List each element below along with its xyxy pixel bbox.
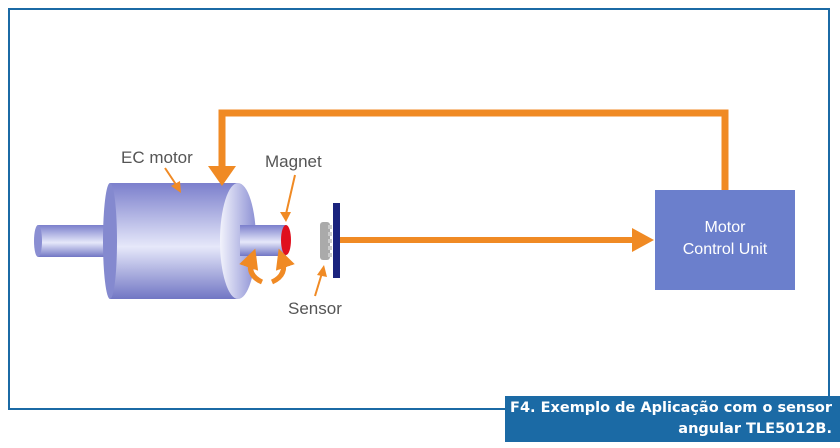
rotation-arrow-icon [239, 248, 264, 285]
motor-control-unit [655, 190, 795, 290]
sensor-label: Sensor [288, 299, 342, 318]
sensor-chip [320, 222, 330, 260]
motor-label: EC motor [121, 148, 193, 167]
sensor-board [333, 203, 340, 278]
caption-line: angular TLE5012B. [678, 421, 832, 437]
motor-body [110, 183, 238, 299]
magnet-label: Magnet [265, 152, 322, 171]
figure-caption: F4. Exemplo de Aplicação com o sensor an… [505, 396, 840, 442]
caption-line: F4. Exemplo de Aplicação com o sensor [510, 400, 832, 416]
magnet [281, 225, 291, 255]
rotation-arrow-icon [270, 248, 295, 285]
front-shaft [240, 225, 286, 256]
control-unit-label: Motor [705, 219, 747, 236]
control-unit-label: Control Unit [683, 241, 768, 258]
figure-frame [8, 8, 830, 410]
rear-shaft [38, 225, 113, 257]
feedback-arrow [218, 109, 729, 190]
